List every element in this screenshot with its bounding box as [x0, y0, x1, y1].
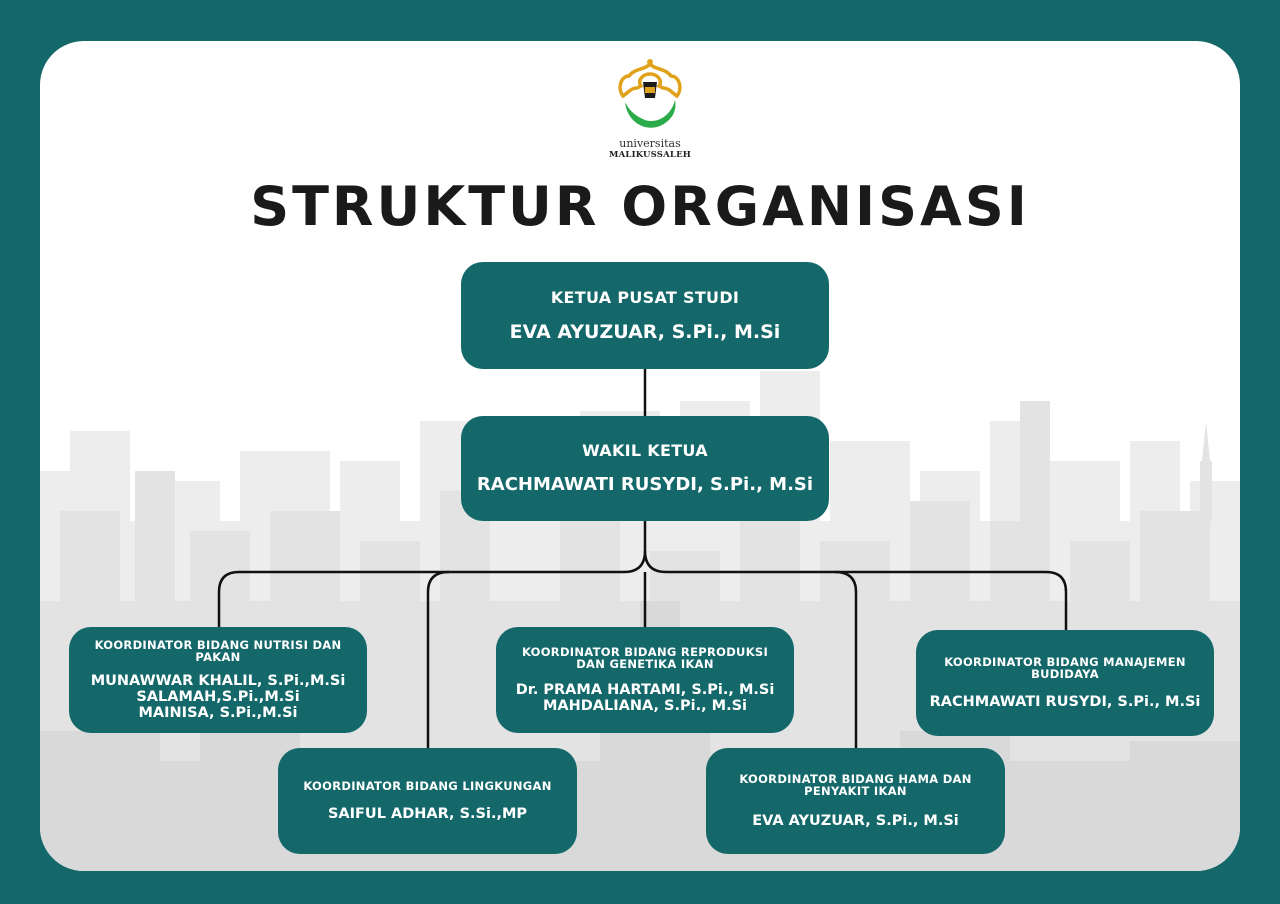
box-manajemen-name-1: RACHMAWATI RUSYDI, S.Pi., M.Si	[929, 694, 1201, 710]
box-lingkungan-name-1: SAIFUL ADHAR, S.Si.,MP	[327, 806, 528, 822]
content-card: universitas MALIKUSSALEH STRUKTUR ORGANI…	[40, 41, 1240, 871]
box-lingkungan-role: KOORDINATOR BIDANG LINGKUNGAN	[303, 779, 552, 793]
connector-lines	[217, 369, 1068, 748]
box-hama: KOORDINATOR BIDANG HAMA DAN PENYAKIT IKA…	[706, 748, 1005, 854]
logo-text-malikussaleh: MALIKUSSALEH	[608, 150, 692, 160]
box-reproduksi: KOORDINATOR BIDANG REPRODUKSI DAN GENETI…	[496, 627, 794, 733]
box-ketua-name: EVA AYUZUAR, S.Pi., M.Si	[509, 320, 781, 343]
box-wakil-name: RACHMAWATI RUSYDI, S.Pi., M.Si	[476, 473, 814, 495]
box-ketua-role: KETUA PUSAT STUDI	[550, 287, 740, 307]
box-lingkungan: KOORDINATOR BIDANG LINGKUNGAN SAIFUL ADH…	[278, 748, 577, 854]
box-nutrisi: KOORDINATOR BIDANG NUTRISI DAN PAKAN MUN…	[69, 627, 367, 733]
box-manajemen: KOORDINATOR BIDANG MANAJEMEN BUDIDAYA RA…	[916, 630, 1214, 736]
box-nutrisi-name-2: SALAMAH,S.Pi.,M.Si	[136, 689, 300, 705]
box-hama-role: KOORDINATOR BIDANG HAMA DAN PENYAKIT IKA…	[739, 772, 972, 798]
box-reproduksi-role: KOORDINATOR BIDANG REPRODUKSI DAN GENETI…	[521, 645, 769, 671]
box-nutrisi-name-1: MUNAWWAR KHALIL, S.Pi.,M.Si	[90, 673, 346, 689]
box-reproduksi-name-2: MAHDALIANA, S.Pi., M.Si	[542, 698, 748, 714]
university-logo: universitas MALIKUSSALEH	[608, 58, 692, 178]
box-wakil-role: WAKIL KETUA	[582, 440, 708, 460]
box-wakil: WAKIL KETUA RACHMAWATI RUSYDI, S.Pi., M.…	[461, 416, 829, 521]
university-emblem-icon	[618, 59, 682, 128]
box-manajemen-role: KOORDINATOR BIDANG MANAJEMEN BUDIDAYA	[944, 655, 1186, 681]
box-nutrisi-role: KOORDINATOR BIDANG NUTRISI DAN PAKAN	[94, 638, 342, 664]
box-hama-name-1: EVA AYUZUAR, S.Pi., M.Si	[752, 813, 959, 829]
box-reproduksi-name-1: Dr. PRAMA HARTAMI, S.Pi., M.Si	[515, 682, 775, 698]
page-title: STRUKTUR ORGANISASI	[250, 175, 1030, 238]
box-nutrisi-name-3: MAINISA, S.Pi.,M.Si	[138, 705, 298, 721]
logo-text-universitas: universitas	[619, 137, 681, 150]
box-ketua: KETUA PUSAT STUDI EVA AYUZUAR, S.Pi., M.…	[461, 262, 829, 369]
